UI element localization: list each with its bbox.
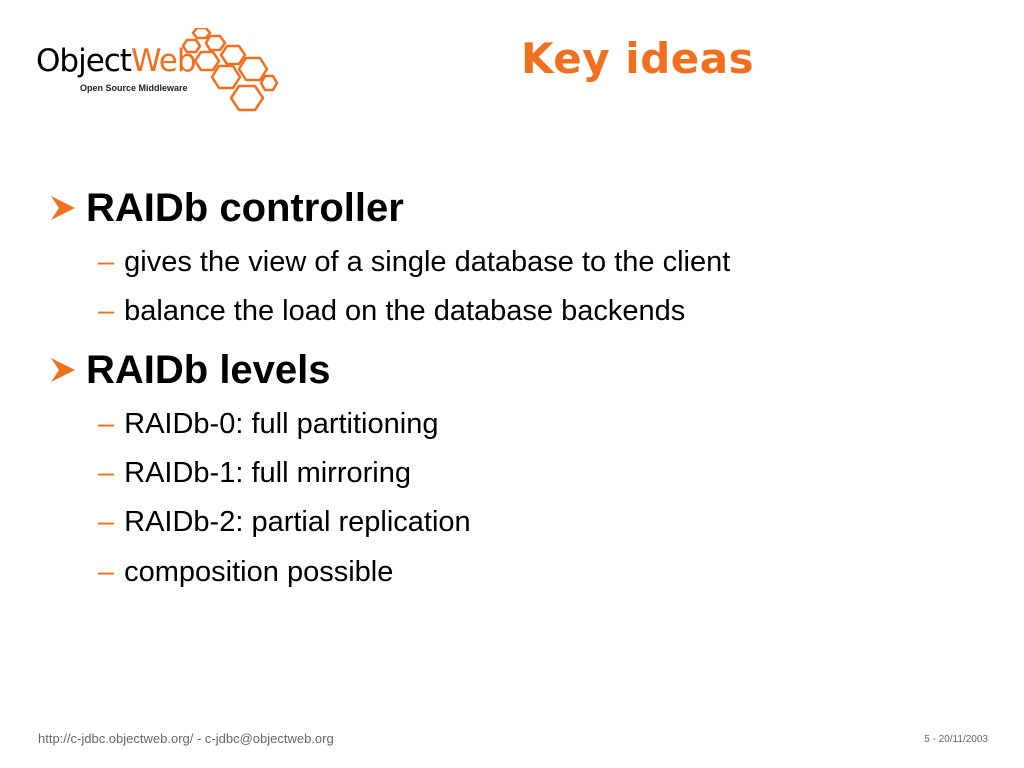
list-item-text: composition possible [124,556,394,588]
list-item-text: RAIDb-1: full mirroring [124,457,411,489]
hexagon-cluster-icon [181,28,279,112]
logo-tagline: Open Source Middleware [80,83,188,93]
dash-bullet: – [98,506,115,538]
dash-bullet: – [98,556,115,588]
list-item: –RAIDb-2: partial replication [98,508,471,537]
list-item-text: RAIDb-0: full partitioning [124,408,439,440]
list-item: –RAIDb-0: full partitioning [98,410,438,439]
dash-bullet: – [98,246,115,278]
section-heading-text: RAIDb controller [86,186,404,230]
list-item-text: RAIDb-2: partial replication [124,506,471,538]
logo-name-object: Object [36,43,132,79]
footer-page-date: 5 - 20/11/2003 [924,734,988,745]
list-item: –balance the load on the database backen… [98,297,685,326]
orange-arrow-icon [51,196,75,220]
dash-bullet: – [98,295,115,327]
orange-arrow-icon [51,358,75,382]
list-item-text: gives the view of a single database to t… [124,246,731,278]
section-heading-levels: RAIDb levels [50,350,331,390]
objectweb-logo: ObjectWeb Open Source Middleware [34,28,284,112]
slide-title: Key ideas [521,34,755,83]
footer-url: http://c-jdbc.objectweb.org/ - c-jdbc@ob… [38,731,334,746]
dash-bullet: – [98,457,115,489]
section-heading-controller: RAIDb controller [50,188,404,228]
list-item-text: balance the load on the database backend… [124,295,686,327]
section-heading-text: RAIDb levels [86,348,331,392]
list-item: –gives the view of a single database to … [98,248,730,277]
list-item: –composition possible [98,558,393,587]
dash-bullet: – [98,408,115,440]
logo-wordmark: ObjectWeb [36,43,197,79]
list-item: –RAIDb-1: full mirroring [98,459,411,488]
